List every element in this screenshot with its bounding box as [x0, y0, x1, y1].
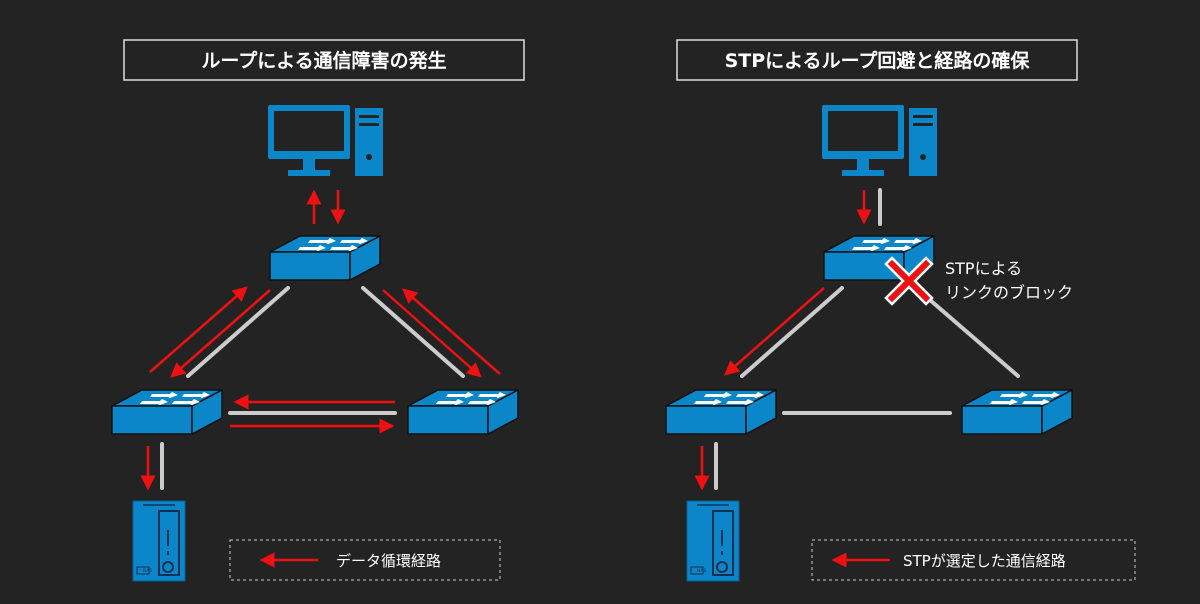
right-title: STPによるループ回避と経路の確保 — [725, 49, 1031, 72]
pc-icon — [822, 105, 937, 176]
nas-label: NAS — [697, 568, 706, 574]
right-title-box — [676, 39, 1078, 81]
blocked-link-x-icon — [884, 256, 934, 306]
nas-label: NAS — [143, 568, 152, 574]
nas-icon — [132, 500, 186, 582]
left-panel: ループによる通信障害の発生 NAS データ循環経路 — [111, 39, 525, 582]
left-title-box — [123, 39, 525, 81]
right-legend-box — [811, 539, 1136, 581]
switch-top-icon — [269, 235, 381, 281]
left-legend-label: データ循環経路 — [336, 552, 441, 570]
link-lines — [714, 188, 1020, 490]
right-panel: STPによるループ回避と経路の確保 STPによる リンクのブロック NAS — [665, 39, 1136, 582]
stp-path-arrows — [694, 190, 872, 491]
switch-left-icon — [111, 389, 223, 435]
data-loop-arrows — [140, 189, 501, 491]
block-note-line2: リンクのブロック — [945, 283, 1073, 302]
link-lines — [160, 286, 465, 490]
block-note-line1: STPによる — [945, 259, 1022, 278]
switch-left-icon — [665, 389, 777, 435]
switch-right-icon — [407, 389, 519, 435]
nas-icon — [686, 500, 740, 582]
pc-icon — [268, 105, 383, 176]
left-legend-box — [229, 539, 501, 581]
switch-right-icon — [961, 389, 1073, 435]
left-title: ループによる通信障害の発生 — [201, 49, 446, 72]
right-legend-label: STPが選定した通信経路 — [903, 552, 1066, 570]
